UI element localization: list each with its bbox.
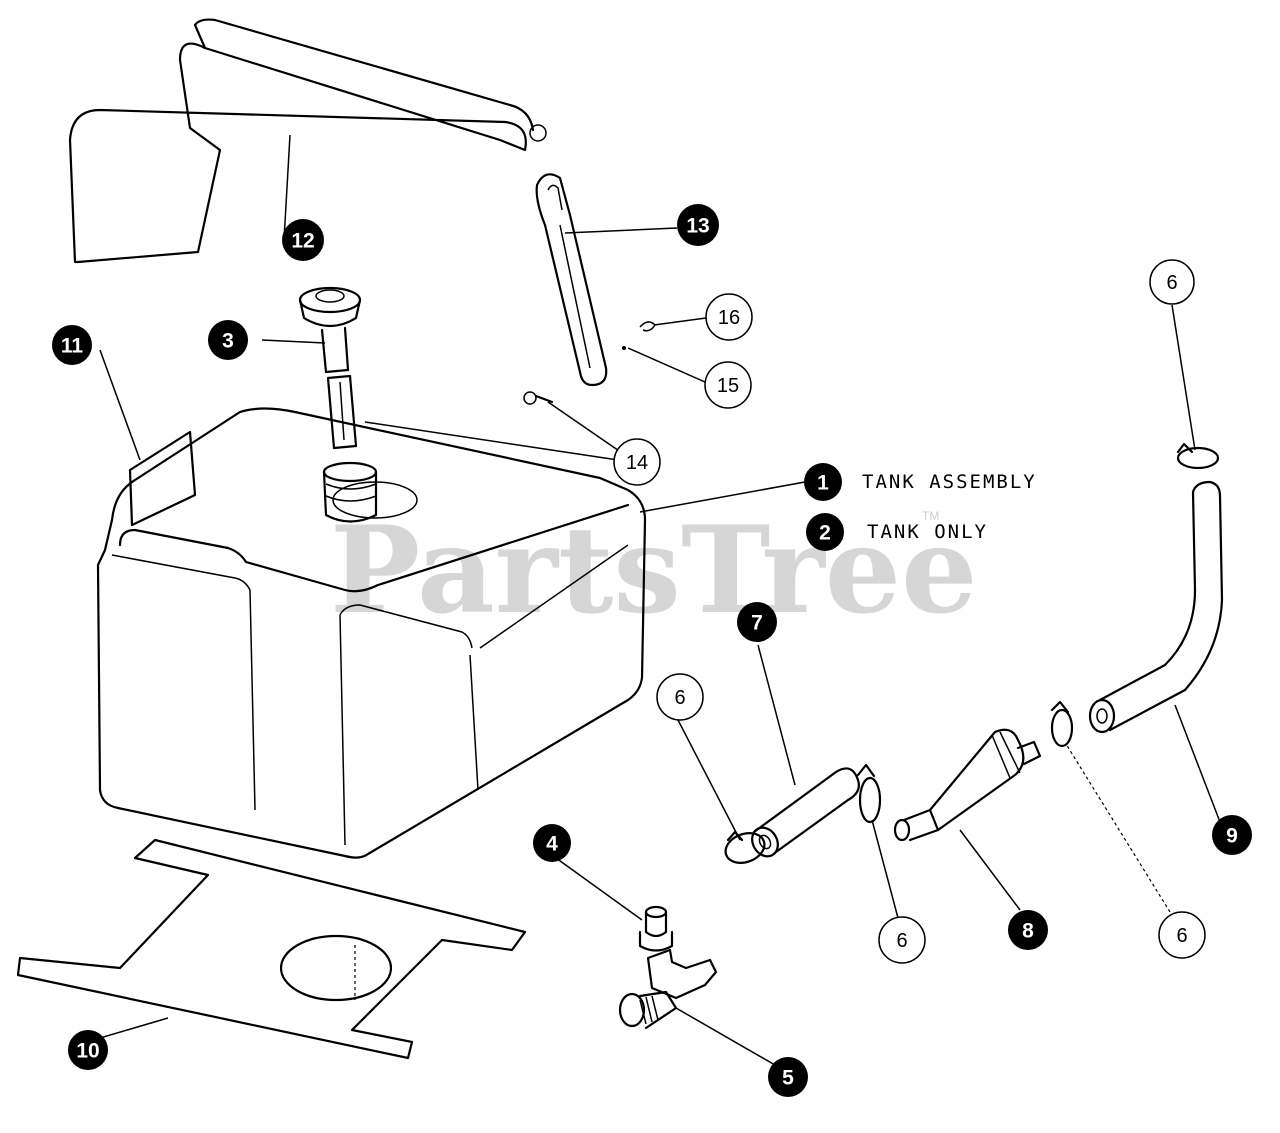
part-1-fuel-tank (96, 407, 647, 859)
callout-14[interactable]: 14 (613, 438, 661, 486)
callout-4-number: 4 (546, 833, 558, 856)
callout-9-number: 9 (1226, 825, 1238, 848)
part-16-clip (639, 321, 656, 332)
callout-6-left-number: 6 (674, 687, 685, 709)
part-14-screw (523, 391, 554, 405)
callout-10[interactable]: 10 (68, 1030, 108, 1070)
callout-4[interactable]: 4 (533, 824, 571, 862)
part-11-pad (128, 430, 197, 527)
label-tank-only: TANK ONLY (867, 521, 988, 543)
callout-6-right-number: 6 (1176, 925, 1187, 947)
callout-16[interactable]: 16 (705, 293, 753, 341)
watermark-text: PartsTree (330, 500, 977, 641)
callout-7[interactable]: 7 (737, 602, 777, 642)
part-15-pin (622, 346, 626, 350)
callout-8-number: 8 (1022, 920, 1034, 943)
watermark-trademark: TM (922, 509, 939, 523)
callout-6-top-number: 6 (1166, 272, 1177, 294)
label-tank-assembly: TANK ASSEMBLY (862, 471, 1037, 493)
part-7-fuel-line (751, 767, 860, 858)
callout-15-number: 15 (717, 375, 739, 397)
callout-1[interactable]: 1 (804, 463, 842, 501)
callout-5[interactable]: 5 (768, 1057, 808, 1097)
callout-16-number: 16 (718, 307, 740, 329)
callout-3-number: 3 (222, 330, 234, 353)
callout-11[interactable]: 11 (52, 325, 92, 365)
part-4-fitting (638, 905, 674, 952)
part-6-clamp-lower-left (724, 830, 766, 864)
part-6-clamp-right (1050, 700, 1074, 748)
part-6-clamp-middle (856, 763, 882, 824)
part-12-tank-strap (68, 18, 547, 264)
callout-2[interactable]: 2 (806, 513, 844, 551)
leader-lines (99, 134, 1221, 1066)
callout-13[interactable]: 13 (677, 204, 719, 246)
callout-6-right[interactable]: 6 (1158, 911, 1206, 959)
callout-1-number: 1 (817, 472, 829, 495)
part-3-fuel-cap (298, 286, 362, 450)
callout-6-top[interactable]: 6 (1149, 259, 1195, 305)
part-13-strap-link (535, 173, 608, 387)
callout-6-left[interactable]: 6 (656, 673, 704, 721)
callout-5-number: 5 (782, 1067, 794, 1090)
callout-15[interactable]: 15 (704, 361, 752, 409)
callout-10-number: 10 (76, 1040, 99, 1063)
callout-13-number: 13 (686, 215, 709, 238)
part-6-clamp-top (1176, 442, 1220, 470)
callout-2-number: 2 (819, 522, 831, 545)
callout-7-number: 7 (751, 612, 763, 635)
part-8-fuel-filter (893, 728, 1042, 842)
callout-6-bottom[interactable]: 6 (878, 916, 926, 964)
callout-12[interactable]: 12 (282, 219, 324, 261)
part-10-mounting-plate (16, 838, 527, 1060)
callout-14-number: 14 (626, 452, 648, 474)
callout-8[interactable]: 8 (1008, 910, 1048, 950)
part-9-fuel-hose (1088, 480, 1224, 734)
parts-tree-watermark: PartsTree TM (330, 500, 977, 641)
callout-3[interactable]: 3 (208, 320, 248, 360)
callout-9[interactable]: 9 (1212, 815, 1252, 855)
callout-12-number: 12 (291, 230, 314, 253)
callout-6-bottom-number: 6 (896, 930, 907, 952)
part-5-shutoff-valve (618, 948, 718, 1030)
callout-11-number: 11 (61, 335, 84, 358)
